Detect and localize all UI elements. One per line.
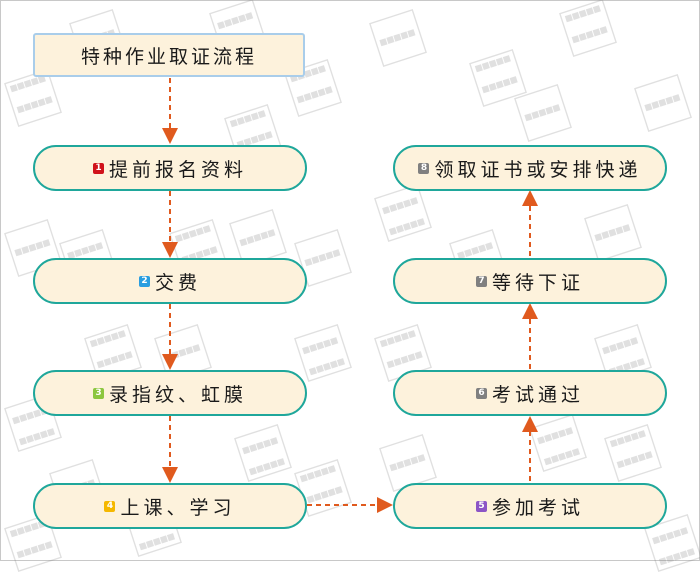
step-6-badge: 6 [475, 387, 487, 399]
step-5-node: 5 参加考试 [393, 483, 667, 529]
step-2-badge: 2 [138, 275, 150, 287]
watermark-mark [369, 9, 427, 67]
step-8-badge: 8 [418, 162, 430, 174]
step-3-label: 录指纹、虹膜 [108, 383, 247, 406]
watermark-mark [604, 424, 662, 482]
step-2-label: 交费 [154, 271, 201, 294]
watermark-mark [374, 184, 432, 242]
step-6-label: 考试通过 [491, 383, 584, 406]
step-5-badge: 5 [475, 500, 487, 512]
step-7-label: 等待下证 [491, 271, 584, 294]
step-3-badge: 3 [92, 387, 104, 399]
step-3-node: 3 录指纹、虹膜 [33, 370, 307, 416]
watermark-mark [234, 424, 292, 482]
step-1-badge: 1 [92, 162, 104, 174]
step-7-badge: 7 [475, 275, 487, 287]
watermark-mark [584, 204, 642, 262]
step-4-badge: 4 [104, 500, 116, 512]
step-7-node: 7 等待下证 [393, 258, 667, 304]
flow-title: 特种作业取证流程 [33, 33, 305, 77]
watermark-mark [529, 414, 587, 472]
step-4-node: 4 上课、学习 [33, 483, 307, 529]
step-1-node: 1 提前报名资料 [33, 145, 307, 191]
watermark-mark [284, 59, 342, 117]
step-8-label: 领取证书或安排快递 [434, 158, 642, 181]
watermark-mark [514, 84, 572, 142]
watermark-mark [559, 0, 617, 57]
watermark-mark [4, 69, 62, 127]
step-6-node: 6 考试通过 [393, 370, 667, 416]
step-1-label: 提前报名资料 [108, 158, 247, 181]
watermark-mark [294, 324, 352, 382]
step-8-node: 8 领取证书或安排快递 [393, 145, 667, 191]
watermark-mark [634, 74, 692, 132]
step-2-node: 2 交费 [33, 258, 307, 304]
step-5-label: 参加考试 [491, 496, 584, 519]
step-4-label: 上课、学习 [120, 496, 236, 519]
watermark-mark [469, 49, 527, 107]
watermark-mark [374, 324, 432, 382]
